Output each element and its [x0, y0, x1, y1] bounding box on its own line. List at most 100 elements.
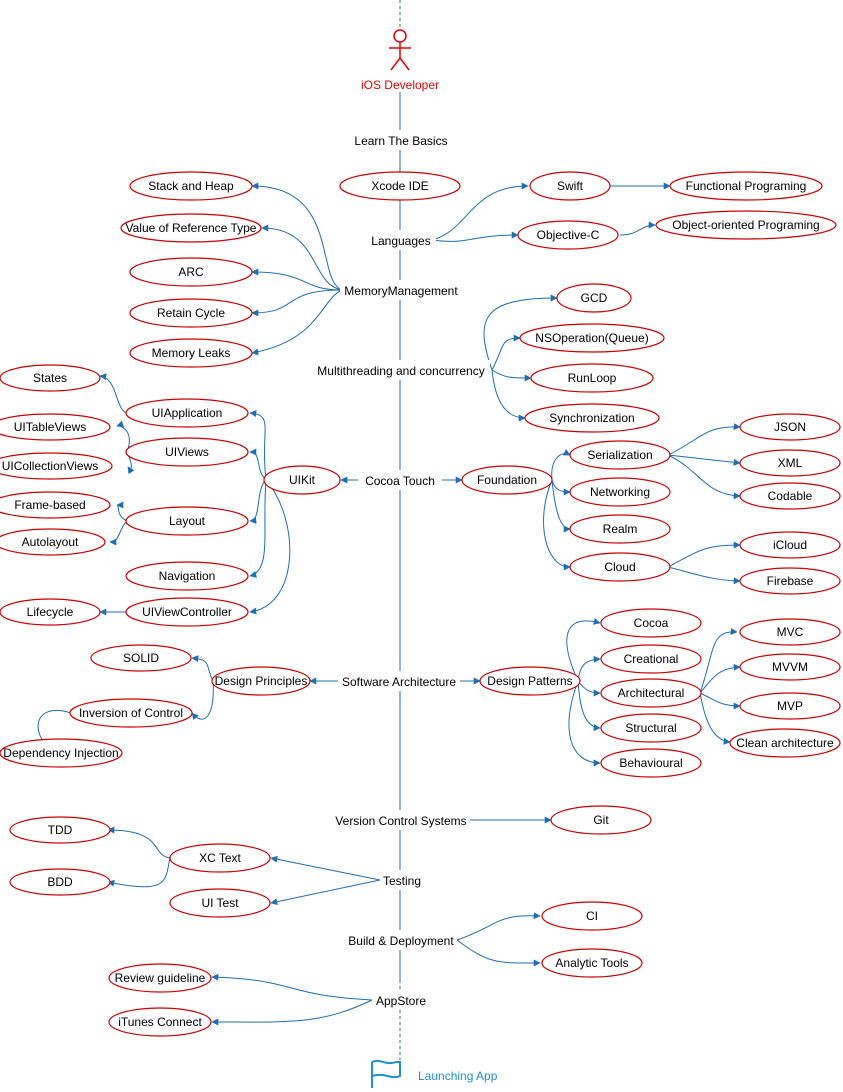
svg-text:Analytic Tools: Analytic Tools: [555, 956, 628, 970]
svg-text:MVC: MVC: [777, 625, 804, 639]
svg-text:RunLoop: RunLoop: [568, 371, 617, 385]
svg-text:UIApplication: UIApplication: [152, 406, 223, 420]
node-arc: ARC: [129, 257, 253, 287]
svg-text:MVP: MVP: [777, 699, 803, 713]
node-xc-text: XC Text: [169, 843, 271, 873]
svg-text:UITableViews: UITableViews: [14, 420, 86, 434]
node-ci: CI: [541, 901, 643, 931]
svg-text:JSON: JSON: [774, 420, 806, 434]
nodes: Xcode IDE Swift Objective-C Functional P…: [0, 171, 841, 1037]
node-xcode: Xcode IDE: [339, 171, 461, 201]
svg-text:Value of Reference Type: Value of Reference Type: [126, 221, 257, 235]
node-uikit: UIKit: [263, 465, 341, 495]
svg-text:XC Text: XC Text: [199, 851, 241, 865]
svg-text:Creational: Creational: [624, 652, 679, 666]
node-serialization: Serialization: [569, 440, 671, 470]
node-firebase: Firebase: [739, 567, 841, 595]
svg-text:Cocoa: Cocoa: [634, 616, 669, 630]
node-uicollectionviews: UICollectionViews: [0, 452, 113, 480]
spine-learn-basics: Learn The Basics: [354, 134, 447, 148]
svg-text:iTunes Connect: iTunes Connect: [118, 1015, 202, 1029]
svg-text:SOLID: SOLID: [123, 651, 159, 665]
person-icon: [389, 29, 411, 71]
node-inversion-of-control: Inversion of Control: [69, 698, 193, 728]
node-uitableviews: UITableViews: [0, 413, 111, 441]
node-nsoperation: NSOperation(Queue): [519, 323, 665, 353]
node-synchronization: Synchronization: [524, 403, 660, 433]
svg-text:Design Patterns: Design Patterns: [487, 674, 572, 688]
svg-text:UICollectionViews: UICollectionViews: [2, 459, 99, 473]
svg-text:Review guideline: Review guideline: [115, 971, 206, 985]
svg-text:States: States: [33, 371, 67, 385]
node-dependency-injection: Dependency Injection: [0, 738, 123, 768]
node-solid: SOLID: [90, 644, 192, 672]
node-itunes-connect: iTunes Connect: [108, 1007, 212, 1037]
svg-text:Lifecycle: Lifecycle: [27, 605, 74, 619]
node-structural: Structural: [600, 713, 702, 743]
node-functional: Functional Programing: [669, 171, 823, 201]
svg-text:Autolayout: Autolayout: [22, 535, 79, 549]
svg-text:Cloud: Cloud: [604, 560, 635, 574]
svg-text:Dependency Injection: Dependency Injection: [3, 746, 118, 760]
node-analytic-tools: Analytic Tools: [541, 948, 643, 978]
edges: [37, 182, 741, 1026]
svg-text:iCloud: iCloud: [773, 538, 807, 552]
svg-text:Realm: Realm: [603, 522, 638, 536]
svg-text:Functional Programing: Functional Programing: [686, 179, 807, 193]
svg-text:XML: XML: [778, 456, 803, 470]
svg-text:Swift: Swift: [557, 179, 584, 193]
spine-testing: Testing: [383, 874, 421, 888]
svg-text:ARC: ARC: [178, 265, 204, 279]
node-xml: XML: [739, 449, 841, 477]
node-foundation: Foundation: [461, 465, 553, 495]
node-layout: Layout: [125, 506, 249, 536]
node-networking: Networking: [569, 477, 671, 507]
svg-text:CI: CI: [586, 909, 598, 923]
node-retain-cycle: Retain Cycle: [129, 298, 253, 328]
svg-text:Codable: Codable: [768, 489, 813, 503]
node-autolayout: Autolayout: [0, 528, 106, 556]
node-runloop: RunLoop: [530, 363, 654, 393]
svg-text:Synchronization: Synchronization: [549, 411, 634, 425]
svg-text:Layout: Layout: [169, 514, 206, 528]
spine-multithreading: Multithreading and concurrency: [317, 364, 484, 378]
node-uiviews: UIViews: [125, 437, 249, 467]
node-gcd: GCD: [556, 283, 632, 313]
svg-text:Networking: Networking: [590, 485, 650, 499]
node-objc: Objective-C: [517, 220, 619, 250]
node-review-guideline: Review guideline: [108, 963, 212, 993]
end-node: Launching App: [371, 1059, 498, 1088]
node-oop: Object-oriented Programing: [655, 210, 837, 240]
spine-appstore: AppStore: [376, 994, 426, 1008]
node-value-reference: Value of Reference Type: [120, 213, 262, 243]
svg-text:GCD: GCD: [581, 291, 608, 305]
node-cloud: Cloud: [569, 552, 671, 582]
node-uiapplication: UIApplication: [125, 398, 249, 428]
node-swift: Swift: [529, 171, 611, 201]
spine-software-architecture: Software Architecture: [342, 675, 456, 689]
svg-text:Design Principles: Design Principles: [215, 674, 308, 688]
svg-text:Serialization: Serialization: [587, 448, 652, 462]
node-memory-leaks: Memory Leaks: [129, 338, 253, 368]
svg-text:Retain Cycle: Retain Cycle: [157, 306, 225, 320]
node-mvvm: MVVM: [739, 653, 841, 681]
svg-text:UIKit: UIKit: [289, 473, 316, 487]
flag-icon: [371, 1059, 401, 1088]
svg-text:UIViews: UIViews: [165, 445, 209, 459]
node-codable: Codable: [739, 482, 841, 510]
svg-text:Navigation: Navigation: [159, 569, 216, 583]
svg-text:Inversion of Control: Inversion of Control: [79, 706, 183, 720]
svg-text:Xcode IDE: Xcode IDE: [371, 179, 428, 193]
spine-build-deployment: Build & Deployment: [348, 934, 454, 948]
node-mvp: MVP: [739, 692, 841, 720]
spine-memory-management: MemoryManagement: [344, 284, 458, 298]
svg-text:Clean architecture: Clean architecture: [736, 736, 834, 750]
root-label: iOS Developer: [361, 78, 439, 92]
node-behavioural: Behavioural: [600, 748, 702, 778]
svg-text:Firebase: Firebase: [767, 574, 814, 588]
svg-text:Architectural: Architectural: [618, 686, 685, 700]
node-json: JSON: [739, 413, 841, 441]
node-frame-based: Frame-based: [0, 491, 111, 519]
svg-text:NSOperation(Queue): NSOperation(Queue): [535, 331, 648, 345]
